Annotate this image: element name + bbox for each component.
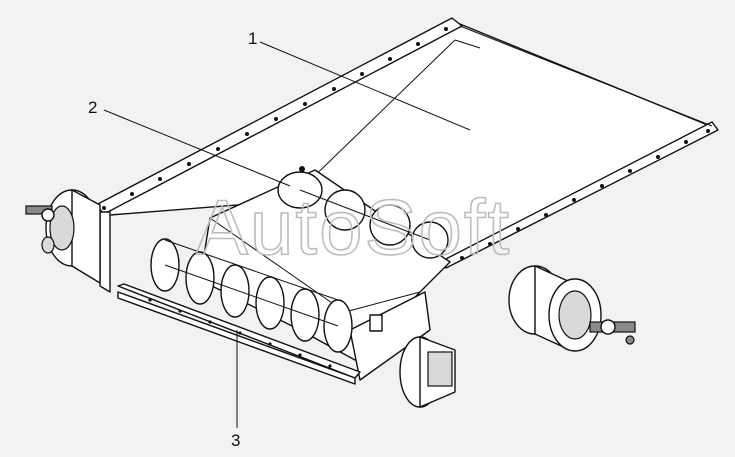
leader-line-1	[259, 41, 471, 131]
callout-2: 2	[88, 98, 97, 117]
left-drive-drum	[25, 189, 101, 284]
rail-bolt-holes	[102, 27, 710, 260]
auger-trough	[99, 169, 451, 381]
right-drive-drum	[508, 265, 636, 352]
leader-line-2	[103, 109, 291, 187]
auger-flights-rear	[277, 166, 449, 259]
watermark: AutoSoft	[196, 183, 511, 271]
callout-1: 1	[248, 29, 257, 48]
callout-3: 3	[231, 431, 240, 450]
gearbox	[399, 336, 456, 408]
leader-lines	[103, 41, 471, 428]
auger-flights-front	[150, 238, 353, 353]
